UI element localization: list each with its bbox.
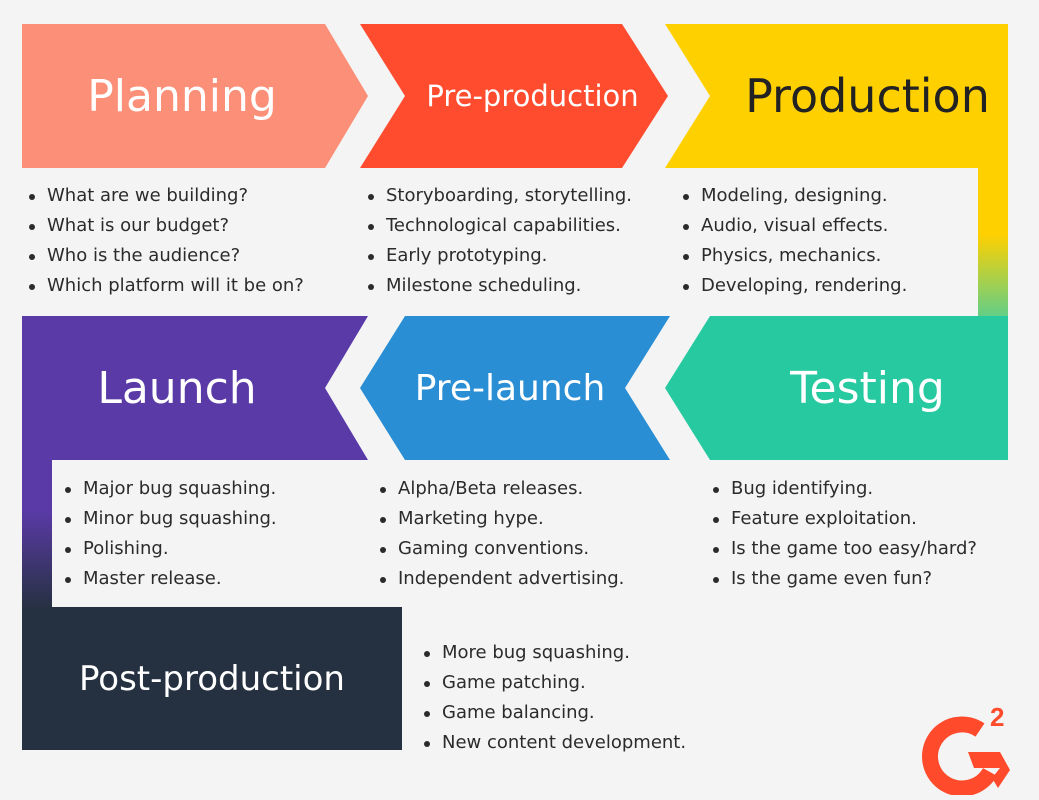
testing-arrow [665,316,1008,460]
list-item: New content development. [421,728,686,758]
testing-title: Testing [790,362,945,414]
list-item: Modeling, designing. [680,181,907,211]
list-item: Game patching. [421,668,686,698]
launch-list: Major bug squashing. Minor bug squashing… [62,474,277,594]
list-item: What is our budget? [26,211,304,241]
list-item: Physics, mechanics. [680,241,907,271]
list-item: What are we building? [26,181,304,211]
launch-post-connector [22,458,52,610]
pre-production-list: Storyboarding, storytelling. Technologic… [365,181,632,301]
g2-logo: 2 [922,702,1010,795]
planning-arrow [22,24,368,168]
list-item: Storyboarding, storytelling. [365,181,632,211]
list-item: Technological capabilities. [365,211,632,241]
list-item: Audio, visual effects. [680,211,907,241]
production-testing-connector [978,166,1008,318]
post-production-box [22,607,402,750]
pre-production-arrow [360,24,668,168]
testing-list: Bug identifying. Feature exploitation. I… [710,474,977,594]
list-item: Minor bug squashing. [62,504,277,534]
post-production-list: More bug squashing. Game patching. Game … [421,638,686,758]
production-list: Modeling, designing. Audio, visual effec… [680,181,907,301]
pre-production-title: Pre-production [426,79,639,113]
list-item: Feature exploitation. [710,504,977,534]
post-production-title: Post-production [79,658,345,699]
list-item: Is the game too easy/hard? [710,534,977,564]
list-item: Early prototyping. [365,241,632,271]
production-arrow [665,24,1008,168]
list-item: Gaming conventions. [377,534,624,564]
list-item: Developing, rendering. [680,271,907,301]
pre-launch-arrow [360,316,670,460]
planning-title: Planning [87,70,277,122]
list-item: Milestone scheduling. [365,271,632,301]
list-item: Who is the audience? [26,241,304,271]
svg-text:2: 2 [990,702,1004,732]
production-title: Production [745,69,990,123]
pre-launch-list: Alpha/Beta releases. Marketing hype. Gam… [377,474,624,594]
list-item: Which platform will it be on? [26,271,304,301]
list-item: Marketing hype. [377,504,624,534]
list-item: Master release. [62,564,277,594]
list-item: Game balancing. [421,698,686,728]
list-item: More bug squashing. [421,638,686,668]
list-item: Independent advertising. [377,564,624,594]
list-item: Major bug squashing. [62,474,277,504]
list-item: Bug identifying. [710,474,977,504]
pre-launch-title: Pre-launch [414,367,606,409]
launch-arrow [22,316,368,460]
list-item: Polishing. [62,534,277,564]
launch-title: Launch [97,362,257,414]
planning-list: What are we building? What is our budget… [26,181,304,301]
list-item: Is the game even fun? [710,564,977,594]
list-item: Alpha/Beta releases. [377,474,624,504]
